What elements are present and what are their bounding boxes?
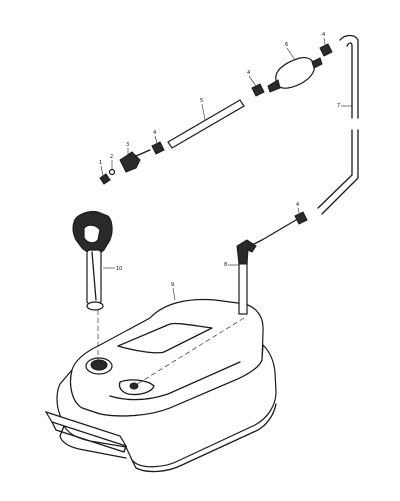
clamp-d [294, 211, 308, 225]
gauge-float [86, 301, 104, 311]
hose-segment-body [167, 99, 245, 149]
tank-filler-opening [90, 359, 108, 371]
clamp-d-line [261, 219, 297, 241]
leader-4d [297, 207, 300, 214]
callouts: 1 2 3 4 4 4 4 5 6 7 8 9 10 [99, 32, 352, 301]
connector-body [119, 151, 141, 173]
callout-4a: 4 [153, 130, 156, 136]
fuel-hose-upper [339, 34, 359, 119]
callout-4c: 4 [322, 32, 325, 38]
clamp-a [319, 43, 333, 57]
tank-base-edge [131, 403, 277, 473]
primer-bulb [267, 57, 323, 93]
leader-4c [323, 37, 326, 46]
callout-7: 7 [337, 103, 340, 109]
fuel-hose-upper-b [346, 42, 353, 119]
primer-bulb-body [275, 57, 315, 89]
clamp-c [151, 141, 165, 155]
fuel-gauge-assembly [72, 211, 113, 311]
gauge-cap-face [83, 224, 101, 244]
pickup-nipple [253, 239, 263, 245]
connector-stem [135, 149, 151, 157]
leader-9 [172, 287, 176, 301]
tank-inner-curve [109, 361, 241, 401]
clamps [151, 43, 333, 241]
primer-bulb-end [311, 57, 323, 69]
callout-1: 1 [99, 160, 102, 166]
assembly-line-pickup [133, 317, 245, 387]
gauge-rod [91, 251, 97, 301]
callout-4b: 4 [247, 70, 250, 76]
callout-10: 10 [116, 266, 122, 272]
pickup-tube-body [238, 261, 248, 315]
leader-4b [248, 75, 257, 87]
callout-2: 2 [110, 154, 113, 160]
fuel-hose-lower-b [321, 129, 359, 215]
leader-5 [201, 103, 206, 121]
dust-cap [99, 173, 111, 185]
tank-label-panel [117, 322, 213, 354]
fuel-tank [44, 298, 277, 473]
connector-parts [99, 149, 151, 185]
primer-bulb-tip [267, 79, 281, 93]
leader-6 [286, 47, 296, 61]
callout-8: 8 [224, 262, 227, 268]
o-ring [108, 168, 116, 176]
tank-gauge-boss [118, 379, 155, 396]
fuel-hose [317, 34, 359, 215]
leader-1 [100, 165, 104, 177]
fuel-hose-lower [317, 129, 353, 209]
pickup-tube [236, 239, 263, 315]
callout-5: 5 [200, 98, 203, 104]
tank-handle-grip [51, 421, 127, 453]
pickup-elbow [236, 239, 257, 265]
callout-3: 3 [126, 142, 129, 148]
clamp-b [251, 83, 265, 97]
callout-6: 6 [285, 42, 288, 48]
callout-9: 9 [171, 282, 174, 288]
hose-segment [167, 99, 245, 149]
tank-skirt [59, 425, 127, 459]
leader-4a [154, 135, 158, 144]
callout-4d: 4 [296, 202, 299, 208]
